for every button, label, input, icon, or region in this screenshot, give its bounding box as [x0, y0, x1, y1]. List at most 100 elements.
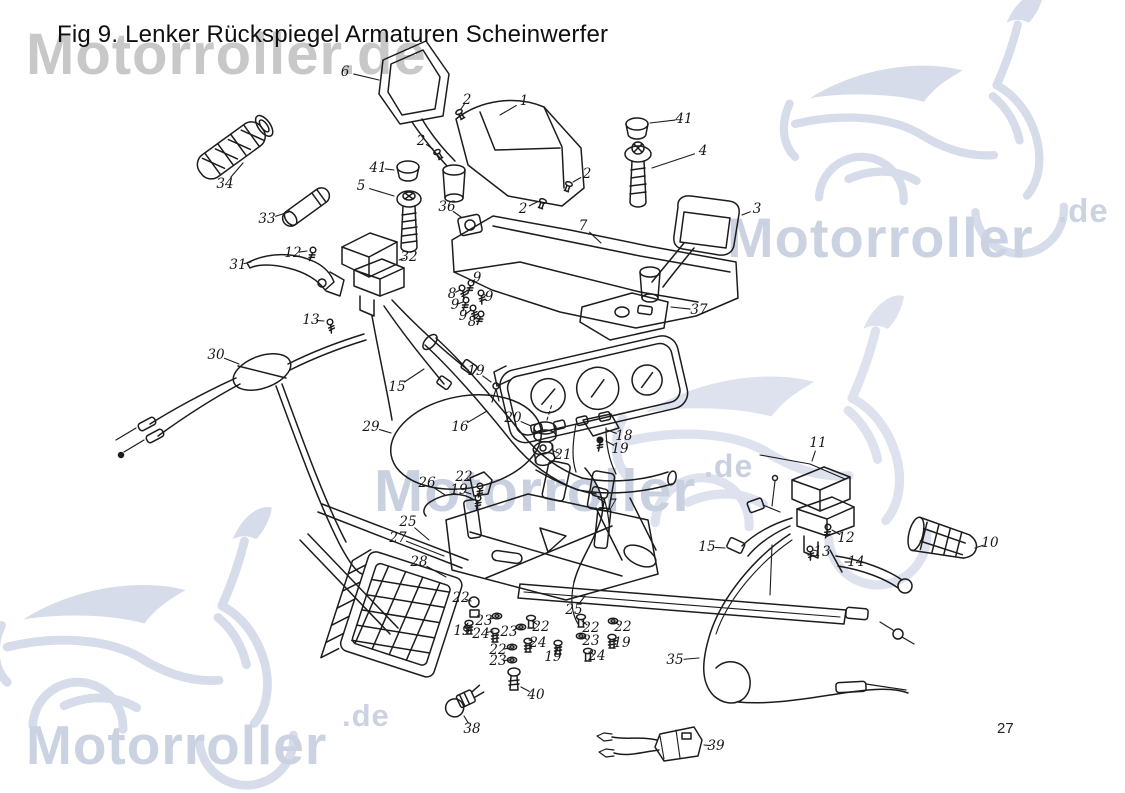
part-label-13: 13 — [302, 312, 320, 328]
mirror-right — [639, 195, 740, 303]
part-label-23: 23 — [500, 624, 518, 640]
part-label-6: 6 — [340, 64, 350, 80]
part-label-15: 15 — [388, 379, 406, 395]
cap-nut-left — [396, 160, 420, 182]
part-label-34: 34 — [216, 176, 234, 192]
part-label-39: 39 — [707, 738, 725, 754]
mirror-left — [378, 40, 466, 203]
part-label-36: 36 — [438, 199, 456, 215]
part-label-29: 29 — [362, 419, 380, 435]
part-label-16: 16 — [451, 419, 469, 435]
watermark-text-bottom-left: Motorroller — [26, 714, 328, 776]
part-label-2: 2 — [582, 166, 592, 182]
throttle-grip-right — [907, 516, 978, 559]
part-label-19: 19 — [467, 363, 485, 379]
part-label-14: 14 — [847, 554, 865, 570]
part-label-11: 11 — [809, 435, 827, 451]
brake-lever-left — [246, 253, 345, 297]
part-label-41: 41 — [369, 160, 387, 176]
part-label-18: 18 — [615, 428, 633, 444]
watermark-text-top-left: Motorroller.de — [26, 22, 427, 87]
part-label-25: 25 — [565, 602, 583, 618]
part-label-37: 37 — [690, 302, 708, 318]
part-label-27: 27 — [389, 530, 407, 546]
part-label-8: 8 — [467, 314, 477, 330]
part-label-22: 22 — [489, 642, 507, 658]
cover-bottom-plate — [579, 292, 669, 341]
part-label-5: 5 — [356, 178, 366, 194]
watermark-suffix-top-right: .de — [1058, 192, 1109, 229]
part-label-22: 22 — [455, 469, 473, 485]
headlight — [320, 549, 463, 678]
part-label-2: 2 — [416, 133, 426, 149]
part-label-7: 7 — [578, 218, 588, 234]
cable-17 — [571, 467, 604, 625]
watermark-suffix-bottom-left: .de — [342, 698, 390, 733]
part-label-19: 19 — [450, 482, 468, 498]
part-label-40: 40 — [527, 687, 545, 703]
page-number: 27 — [997, 720, 1014, 737]
part-label-23: 23 — [582, 633, 600, 649]
part-label-25: 25 — [399, 514, 417, 530]
part-label-15: 15 — [698, 539, 716, 555]
part-label-22: 22 — [532, 619, 550, 635]
part-label-8: 8 — [447, 286, 457, 302]
switch-assembly-right — [726, 454, 913, 596]
part-label-1: 1 — [519, 93, 529, 109]
part-label-12: 12 — [837, 530, 855, 546]
steering-nut — [533, 403, 557, 443]
part-label-23: 23 — [489, 653, 507, 669]
part-label-19: 19 — [544, 649, 562, 665]
part-label-22: 22 — [452, 590, 470, 606]
part-label-21: 21 — [554, 447, 572, 463]
part-label-17: 17 — [599, 497, 617, 513]
cable-loop — [371, 315, 610, 535]
part-label-19: 19 — [611, 441, 629, 457]
part-label-28: 28 — [410, 554, 428, 570]
part-label-22: 22 — [582, 620, 600, 636]
part-label-22: 22 — [614, 619, 632, 635]
cap-nut-right — [625, 117, 649, 140]
throttle-cable-splitter — [115, 333, 367, 575]
part-label-9: 9 — [484, 289, 494, 305]
part-label-4: 4 — [698, 143, 708, 159]
switch-cables-left — [383, 299, 478, 391]
brake-cable-long — [703, 533, 909, 704]
part-label-24: 24 — [588, 648, 606, 664]
part-label-31: 31 — [229, 257, 247, 273]
mirror-bolt-left — [396, 190, 422, 253]
part-label-24: 24 — [529, 635, 547, 651]
part-label-10: 10 — [981, 535, 999, 551]
headlight-screw-40 — [507, 667, 521, 691]
mirror-bolt-right — [624, 141, 652, 208]
part-label-12: 12 — [284, 245, 302, 261]
watermark-suffix-center: .de — [704, 448, 754, 484]
bracket-small-fittings — [423, 471, 493, 517]
part-label-9: 9 — [472, 270, 482, 286]
part-label-30: 30 — [207, 347, 225, 363]
part-label-9: 9 — [458, 308, 468, 324]
leader-lines — [223, 73, 984, 747]
headlight-mount-fittings — [464, 596, 480, 635]
watermark-text-top-right: Motorroller — [727, 206, 1034, 269]
part-label-35: 35 — [666, 652, 684, 668]
part-label-20: 20 — [504, 410, 522, 426]
part-label-24: 24 — [472, 626, 490, 642]
headlight-bracket — [299, 493, 659, 635]
handlebar-cover-rear — [451, 213, 739, 329]
part-label-38: 38 — [463, 721, 481, 737]
part-label-13: 13 — [813, 544, 831, 560]
part-label-2: 2 — [462, 92, 472, 108]
figure-title: Fig 9. Lenker Rückspiegel Armaturen Sche… — [57, 21, 609, 49]
bulb — [444, 684, 485, 718]
part-label-3: 3 — [752, 201, 762, 217]
part-label-2: 2 — [518, 201, 528, 217]
support-bar — [517, 583, 915, 645]
part-label-32: 32 — [400, 249, 418, 265]
part-label-9: 9 — [450, 297, 460, 313]
speedometer — [491, 335, 689, 475]
